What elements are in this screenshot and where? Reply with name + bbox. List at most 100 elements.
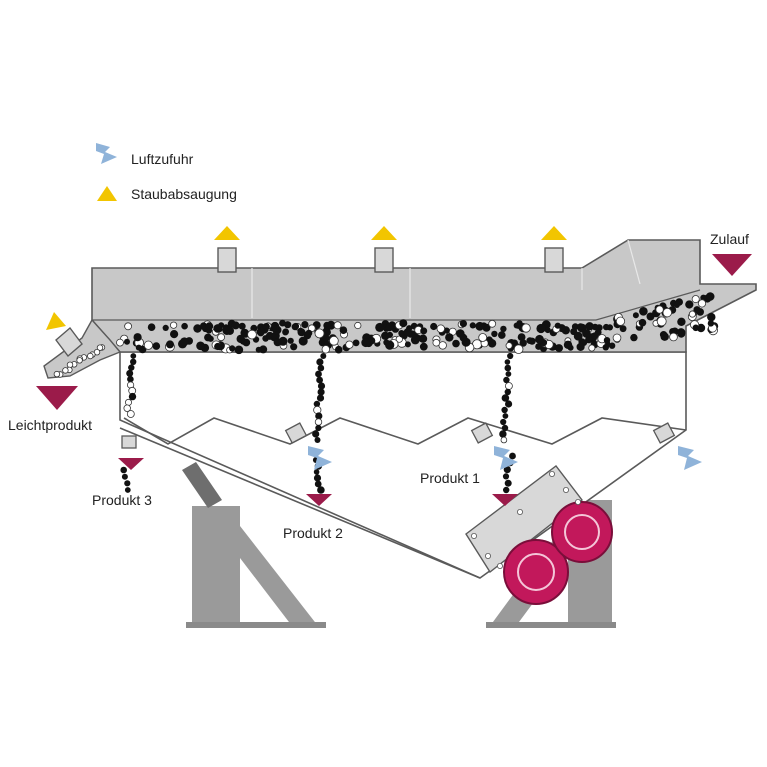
heavy-particle xyxy=(278,336,288,346)
dust-arrow-icon-1 xyxy=(214,226,240,240)
heavy-particle xyxy=(193,324,202,333)
heavy-particle xyxy=(301,321,309,329)
light-particle xyxy=(662,307,673,318)
dust-extraction-outlets xyxy=(46,226,567,358)
heavy-particle xyxy=(692,324,700,332)
heavy-particle xyxy=(297,328,306,337)
heavy-particle xyxy=(502,473,510,480)
outlet-arrows xyxy=(36,254,752,506)
heavy-particle xyxy=(315,412,323,420)
heavy-particle xyxy=(585,322,594,331)
product-1-label: Produkt 1 xyxy=(420,470,480,486)
product-2-arrow-icon xyxy=(306,494,332,506)
heavy-particle xyxy=(291,323,299,331)
heavy-particle xyxy=(526,337,534,344)
plate-bolt xyxy=(496,563,503,570)
heavy-particle xyxy=(314,480,322,488)
heavy-particle xyxy=(404,341,411,348)
air-inlet-stub-2 xyxy=(470,422,494,444)
heavy-particle xyxy=(313,400,321,408)
light-particle xyxy=(504,382,513,390)
heavy-particle xyxy=(509,452,516,460)
heavy-particle xyxy=(130,353,137,359)
light-particle xyxy=(697,299,707,308)
heavy-particle xyxy=(298,336,308,346)
heavy-particle xyxy=(502,413,509,419)
heavy-particle xyxy=(544,327,551,334)
heavy-particle xyxy=(315,370,322,378)
dust-outlet-stub-left xyxy=(55,326,83,358)
product-3-outlet-stub xyxy=(121,435,137,449)
heavy-particle xyxy=(504,359,511,365)
light-product-label: Leichtprodukt xyxy=(8,417,92,433)
heavy-particle xyxy=(214,342,222,351)
heavy-particle xyxy=(385,340,395,350)
heavy-particle xyxy=(180,337,189,347)
heavy-particle xyxy=(535,334,544,344)
heavy-particle xyxy=(128,364,135,371)
heavy-particle xyxy=(576,342,585,351)
heavy-particle xyxy=(563,340,573,349)
heavy-particle xyxy=(503,486,510,494)
heavy-particle xyxy=(287,337,294,344)
heavy-particle xyxy=(207,335,214,342)
heavy-particle xyxy=(121,473,128,480)
heavy-particle xyxy=(504,479,512,487)
heavy-particle xyxy=(500,418,507,426)
heavy-particle xyxy=(582,329,591,338)
light-particle xyxy=(500,436,508,444)
heavy-particle xyxy=(603,323,610,331)
heavy-particle xyxy=(236,334,245,344)
dust-outlet-stub-3 xyxy=(544,247,564,273)
light-particle xyxy=(314,418,323,426)
heavy-particle xyxy=(316,358,324,366)
heavy-particle xyxy=(381,331,390,340)
heavy-particle xyxy=(322,334,330,342)
heavy-particle xyxy=(213,324,222,333)
light-particle xyxy=(116,338,124,347)
heavy-particle xyxy=(257,329,265,337)
heavy-particle xyxy=(677,329,686,338)
heavy-particle xyxy=(482,323,491,332)
heavy-particle xyxy=(166,340,174,349)
housing-inner-line xyxy=(92,289,701,321)
light-particle xyxy=(691,295,700,304)
heavy-particle xyxy=(505,400,513,408)
air-supply-arrows xyxy=(308,446,702,470)
light-particle xyxy=(656,316,667,327)
light-particle xyxy=(124,322,133,331)
heavy-particle xyxy=(126,369,134,377)
heavy-particle xyxy=(238,322,246,330)
heavy-particle xyxy=(505,371,512,377)
heavy-particle xyxy=(507,352,514,360)
heavy-particle xyxy=(707,312,716,322)
heavy-particle xyxy=(361,338,371,348)
drive-mounting-plate xyxy=(465,465,583,574)
light-particle xyxy=(345,340,354,349)
heavy-particle xyxy=(573,331,583,341)
heavy-particle xyxy=(315,424,322,432)
heavy-particle xyxy=(577,323,584,330)
light-particle xyxy=(432,338,441,347)
heavy-particle xyxy=(124,480,131,487)
heavy-particle xyxy=(316,394,325,402)
heavy-particle xyxy=(491,330,498,338)
product-3-arrow-icon xyxy=(118,458,144,470)
light-particle xyxy=(76,357,83,364)
light-particle xyxy=(436,324,445,333)
plate-bolt xyxy=(517,508,524,515)
heavy-particle xyxy=(262,323,270,331)
left-support-base xyxy=(186,622,326,628)
legend-dust-extraction-label: Staubabsaugung xyxy=(131,186,237,202)
heavy-particle xyxy=(499,430,507,438)
air-supply-legend-icon xyxy=(96,143,117,164)
light-particle xyxy=(314,328,325,339)
heavy-particle xyxy=(501,424,509,432)
light-particle xyxy=(126,410,135,418)
heavy-particle xyxy=(229,345,236,352)
heavy-particle xyxy=(517,333,526,341)
heavy-particle xyxy=(399,319,408,328)
light-product-arrow-icon xyxy=(36,386,78,410)
light-particle xyxy=(521,323,531,333)
dust-outlet-stub-2 xyxy=(374,247,394,273)
